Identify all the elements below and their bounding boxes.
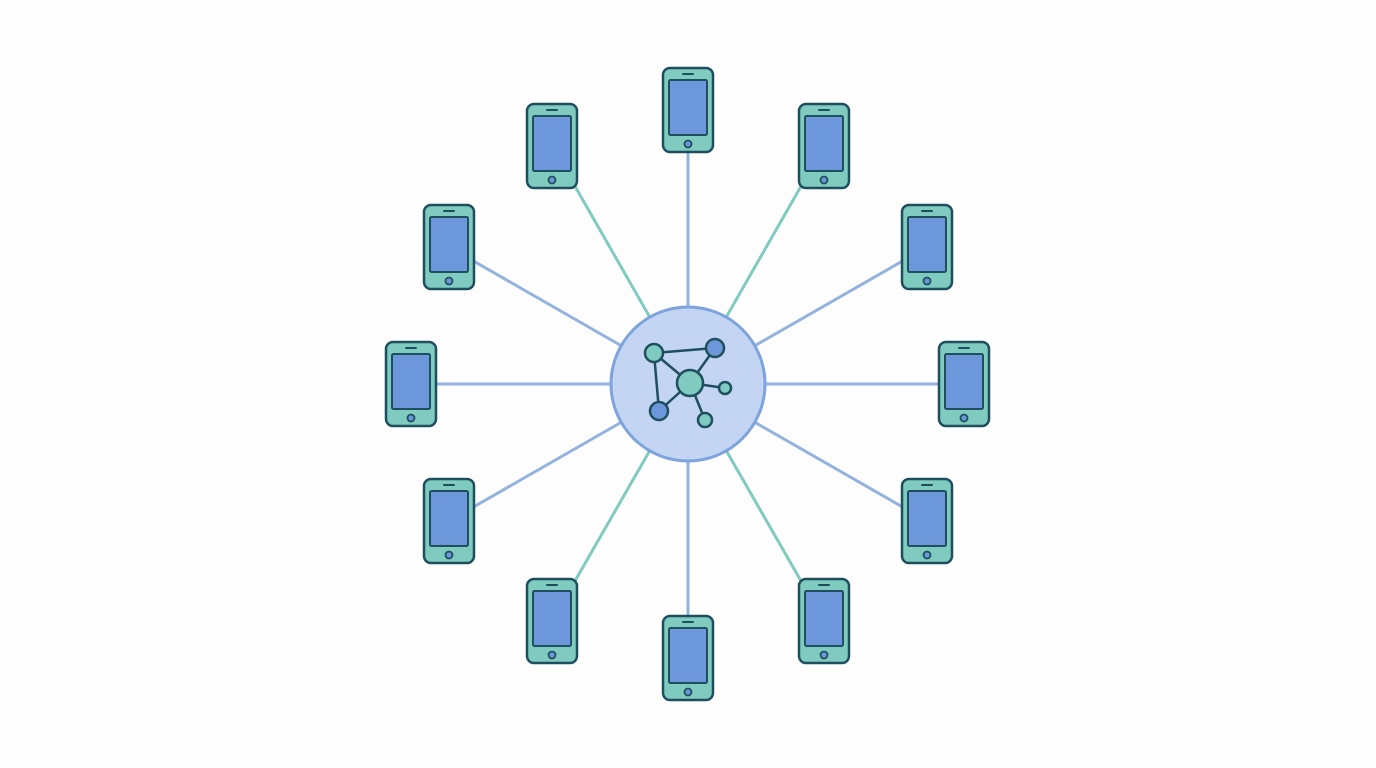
phone-home-button <box>819 650 829 660</box>
graph-node <box>643 342 665 364</box>
graph-node <box>704 337 726 359</box>
smartphone-icon <box>422 477 476 565</box>
smartphone-icon <box>797 577 851 665</box>
smartphone-icon <box>384 340 438 428</box>
phone-screen <box>391 353 431 410</box>
hub <box>609 305 767 463</box>
phone-home-button <box>819 175 829 185</box>
smartphone-icon <box>900 203 954 291</box>
phone-screen <box>804 590 844 647</box>
phone-screen <box>668 627 708 684</box>
phone-screen <box>429 490 469 547</box>
phone-home-button <box>444 550 454 560</box>
phone-home-button <box>922 276 932 286</box>
phone-home-button <box>406 413 416 423</box>
phone-screen <box>907 490 947 547</box>
phone-screen <box>532 115 572 172</box>
phone-home-button <box>444 276 454 286</box>
phone-screen <box>668 79 708 136</box>
smartphone-icon <box>661 66 715 154</box>
phone-home-button <box>683 139 693 149</box>
phone-screen <box>944 353 984 410</box>
graph-node <box>675 368 705 398</box>
graph-node <box>717 380 733 396</box>
phone-screen <box>429 216 469 273</box>
phone-screen <box>804 115 844 172</box>
smartphone-icon <box>900 477 954 565</box>
smartphone-icon <box>525 102 579 190</box>
phone-home-button <box>922 550 932 560</box>
phone-home-button <box>959 413 969 423</box>
smartphone-icon <box>422 203 476 291</box>
phone-home-button <box>683 687 693 697</box>
phone-screen <box>532 590 572 647</box>
phone-home-button <box>547 650 557 660</box>
phone-home-button <box>547 175 557 185</box>
smartphone-icon <box>797 102 851 190</box>
smartphone-icon <box>661 614 715 702</box>
network-graph-icon <box>643 337 733 429</box>
graph-node <box>696 411 714 429</box>
smartphone-icon <box>525 577 579 665</box>
phone-screen <box>907 216 947 273</box>
smartphone-icon <box>937 340 991 428</box>
graph-node <box>648 400 670 422</box>
